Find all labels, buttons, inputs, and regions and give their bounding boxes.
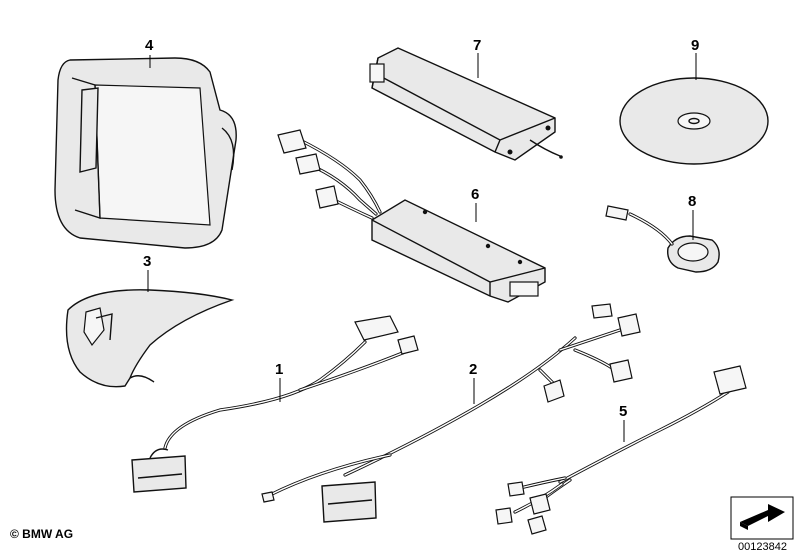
part-number-8: 8 <box>688 193 696 210</box>
copyright-text: © BMW AG <box>10 527 74 541</box>
document-number: 00123842 <box>738 541 787 553</box>
part-7-module <box>369 47 563 161</box>
part-1-harness <box>131 315 419 493</box>
part-number-7: 7 <box>473 37 481 54</box>
part-6-module <box>277 129 546 303</box>
part-3-cover <box>65 289 235 388</box>
part-number-3: 3 <box>143 253 151 270</box>
part-number-1: 1 <box>275 361 283 378</box>
part-9-disc <box>619 77 769 165</box>
part-2-harness <box>261 303 641 523</box>
part-8-antenna <box>605 205 720 273</box>
part-number-4: 4 <box>145 37 154 54</box>
part-number-6: 6 <box>471 186 479 203</box>
part-number-5: 5 <box>619 403 627 420</box>
part-4-display-holder <box>54 57 237 249</box>
arrow-box-icon <box>730 496 794 540</box>
part-number-9: 9 <box>691 37 699 54</box>
part-number-2: 2 <box>469 361 477 378</box>
part-5-harness <box>495 365 747 535</box>
